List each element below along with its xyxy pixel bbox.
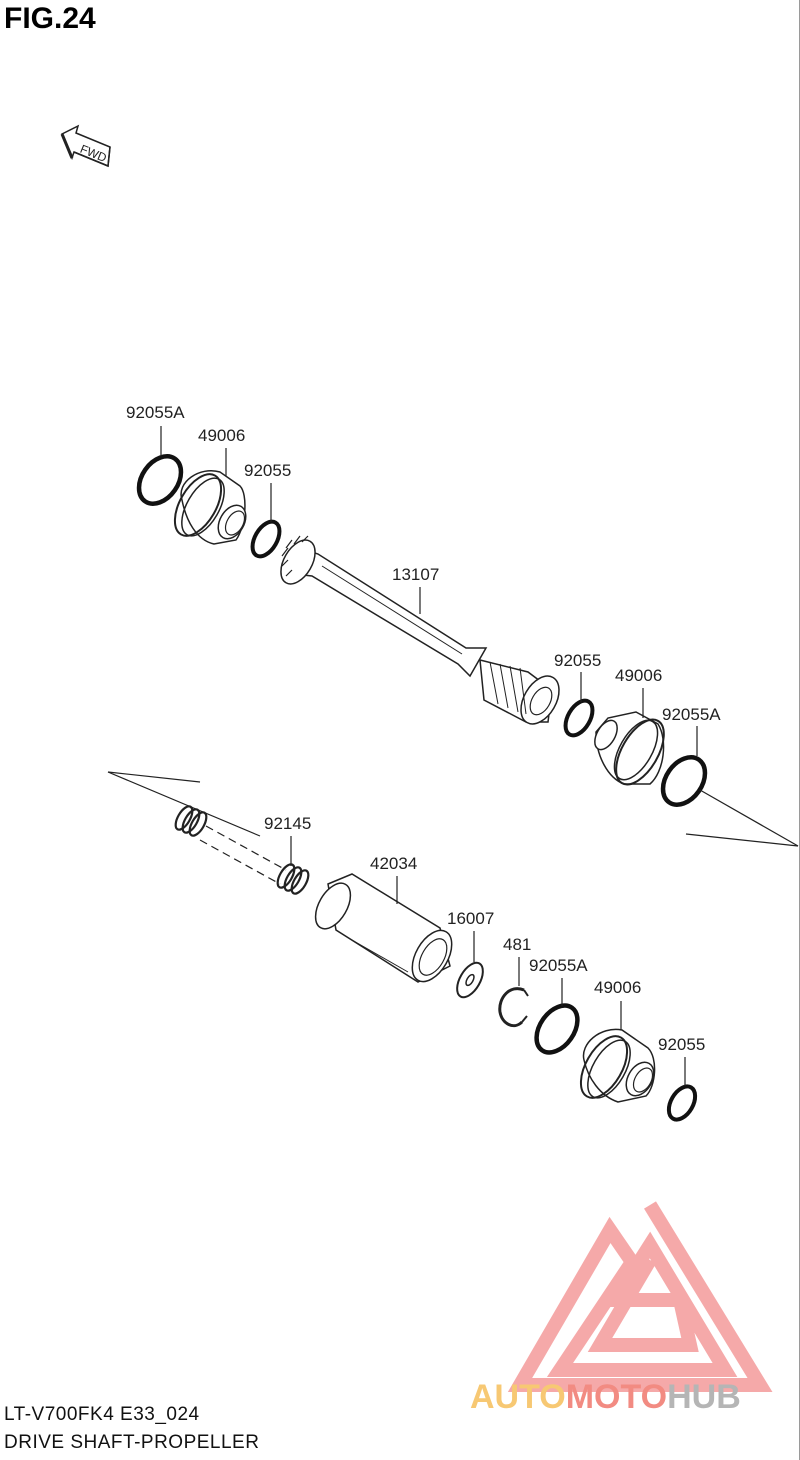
watermark-triangle-icon bbox=[507, 1201, 773, 1392]
watermark-logo bbox=[507, 1201, 773, 1392]
callout-coupling: 42034 bbox=[370, 854, 417, 873]
callout-bot-oring-a: 92055A bbox=[529, 956, 588, 975]
part-bot-oring-a bbox=[534, 1003, 580, 1055]
reference-line bbox=[107, 771, 261, 837]
model-code: LT-V700FK4 E33_024 bbox=[4, 1404, 200, 1425]
leader-lines bbox=[160, 426, 698, 1086]
part-spring bbox=[174, 805, 310, 895]
callout-top-oring-a: 92055A bbox=[126, 403, 185, 422]
part-bot-boot bbox=[579, 1028, 656, 1103]
callout-mid-boot: 49006 bbox=[615, 666, 662, 685]
section-name: DRIVE SHAFT-PROPELLER bbox=[4, 1432, 260, 1453]
watermark-auto: AUTO bbox=[470, 1378, 566, 1416]
part-top-boot bbox=[173, 470, 247, 545]
watermark-hub: HUB bbox=[667, 1378, 741, 1416]
part-circlip bbox=[498, 987, 529, 1028]
watermark-text: AUTOMOTOHUB bbox=[470, 1378, 741, 1416]
reference-line bbox=[699, 789, 799, 847]
callout-circlip: 481 bbox=[503, 935, 531, 954]
fwd-arrow-icon: FWD bbox=[60, 124, 111, 168]
callout-top-oring: 92055 bbox=[244, 461, 291, 480]
reference-line bbox=[107, 771, 201, 783]
part-top-oring-a bbox=[136, 454, 184, 506]
figure-title: FIG.24 bbox=[4, 2, 96, 35]
callout-bot-boot: 49006 bbox=[594, 978, 641, 997]
part-mid-boot bbox=[594, 711, 665, 786]
watermark-moto: MOTO bbox=[566, 1378, 667, 1416]
part-top-oring bbox=[250, 519, 282, 559]
callout-mid-oring-a: 92055A bbox=[662, 705, 721, 724]
callout-spring: 92145 bbox=[264, 814, 311, 833]
part-washer bbox=[456, 961, 484, 999]
part-mid-oring bbox=[563, 698, 595, 738]
callout-labels: 92055A 49006 92055 13107 92055 49006 92055A 921… bbox=[126, 403, 721, 1054]
reference-line bbox=[685, 833, 799, 847]
part-shaft bbox=[280, 535, 560, 725]
part-coupling bbox=[314, 873, 453, 983]
callout-washer: 16007 bbox=[447, 909, 494, 928]
part-mid-oring-a bbox=[660, 755, 708, 807]
part-bot-oring bbox=[666, 1084, 698, 1122]
callout-top-boot: 49006 bbox=[198, 426, 245, 445]
callout-shaft: 13107 bbox=[392, 565, 439, 584]
callout-bot-oring: 92055 bbox=[658, 1035, 705, 1054]
callout-mid-oring: 92055 bbox=[554, 651, 601, 670]
